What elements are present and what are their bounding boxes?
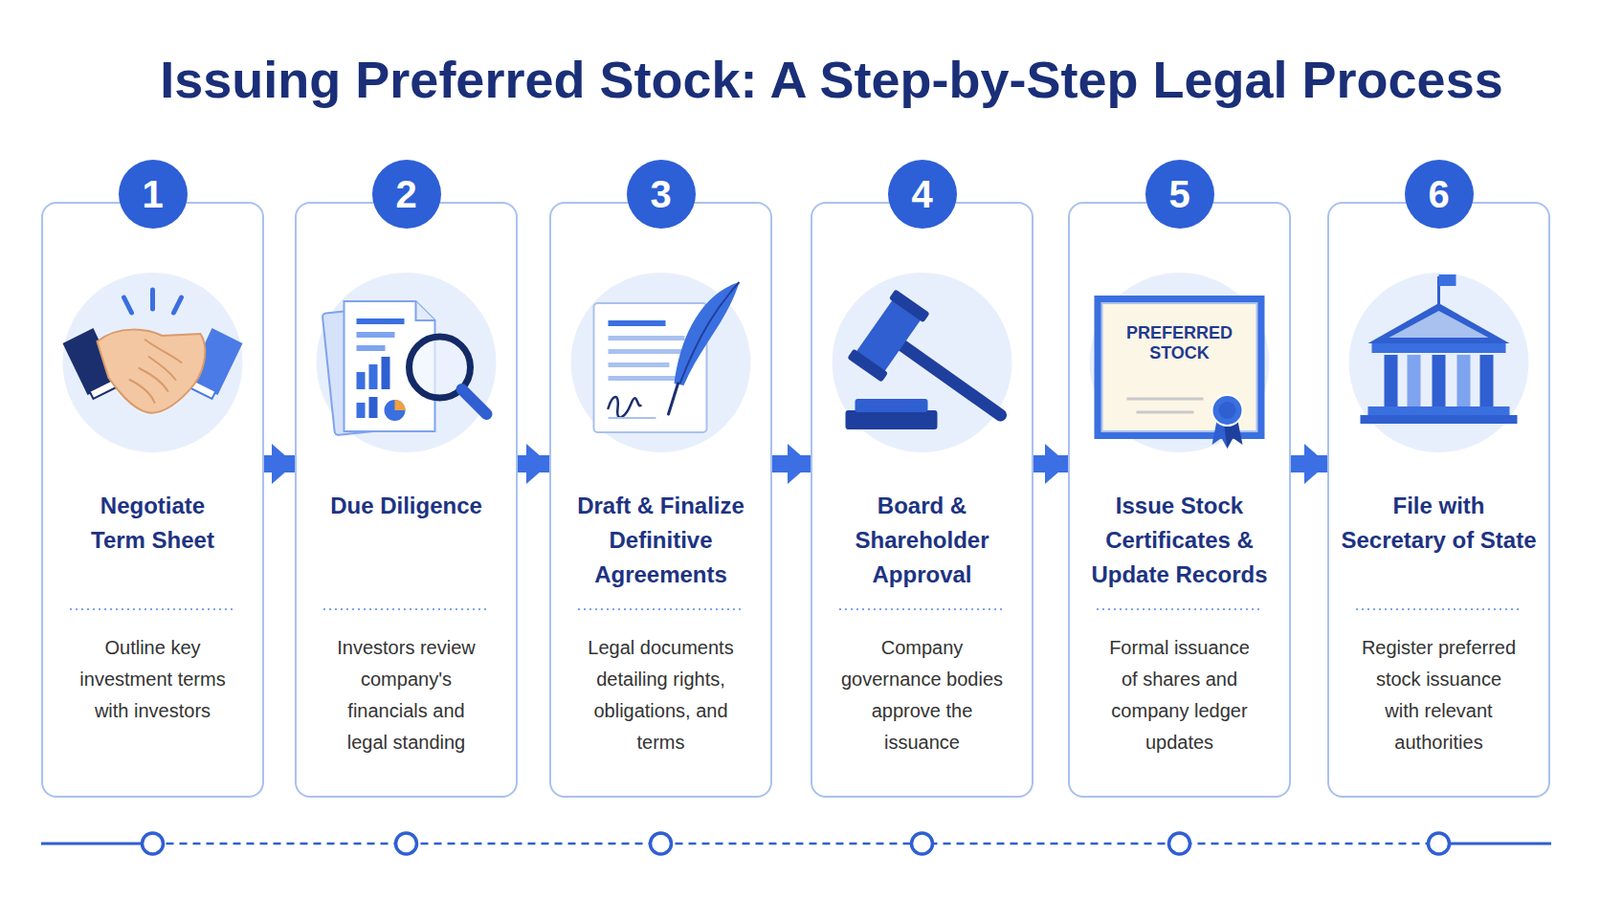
certificate-label: PREFERRED STOCK — [1122, 323, 1238, 364]
step-card: 3Draft & Finalize Definitive AgreementsL… — [549, 201, 773, 799]
timeline — [650, 833, 672, 855]
main-title: Issuing Preferred Stock: A Step-by-Step … — [133, 48, 1531, 111]
step-description: Formal issuance of shares and company le… — [1103, 632, 1257, 759]
step-card: 1Negotiate Term SheetOutline key investm… — [41, 201, 265, 799]
timeline — [41, 843, 154, 846]
step-title: Negotiate Term Sheet — [73, 488, 232, 558]
dotted-divider — [69, 608, 1522, 611]
flow-arrow — [772, 455, 811, 473]
timeline — [41, 833, 1552, 855]
timeline — [1169, 833, 1191, 855]
step-description: Legal documents detailing rights, obliga… — [575, 632, 748, 759]
step-title: Board & Shareholder Approval — [826, 488, 1019, 593]
step-description: Register preferred stock issuance with r… — [1359, 632, 1519, 759]
timeline — [142, 833, 164, 855]
timeline — [142, 833, 1450, 855]
step-title: Draft & Finalize Definitive Agreements — [565, 488, 757, 593]
step-card: 5Issue Stock Certificates & Update Recor… — [1067, 201, 1291, 799]
flow-arrow — [517, 455, 550, 473]
timeline — [911, 833, 934, 855]
step-number: 2 — [372, 159, 442, 229]
step-description: Outline key investment terms with invest… — [64, 632, 242, 728]
icon-backdrop — [63, 272, 1530, 453]
step-card: 6File with Secretary of StateRegister pr… — [1327, 201, 1551, 799]
flow-arrow — [1290, 455, 1328, 473]
timeline — [153, 843, 1440, 846]
step-title: Due Diligence — [311, 488, 503, 524]
step-number: 6 — [1404, 159, 1474, 229]
step-card: 4Board & Shareholder ApprovalCompany gov… — [810, 201, 1034, 799]
timeline — [1428, 833, 1450, 855]
step-description: Investors review company's financials an… — [329, 632, 485, 759]
step-title: File with Secretary of State — [1339, 488, 1539, 558]
timeline — [396, 833, 418, 855]
step-number: 5 — [1145, 159, 1215, 229]
step-card: 2Due DiligenceInvestors review company's… — [294, 201, 518, 799]
step-description: Company governance bodies approve the is… — [836, 632, 1009, 759]
step-number: 3 — [626, 159, 696, 229]
step-title: Issue Stock Certificates & Update Record… — [1084, 488, 1276, 593]
timeline — [1439, 843, 1553, 846]
flow-arrow — [1033, 455, 1068, 473]
step-number: 1 — [118, 159, 188, 229]
flow-arrow — [264, 455, 295, 473]
step-number: 4 — [888, 159, 957, 229]
